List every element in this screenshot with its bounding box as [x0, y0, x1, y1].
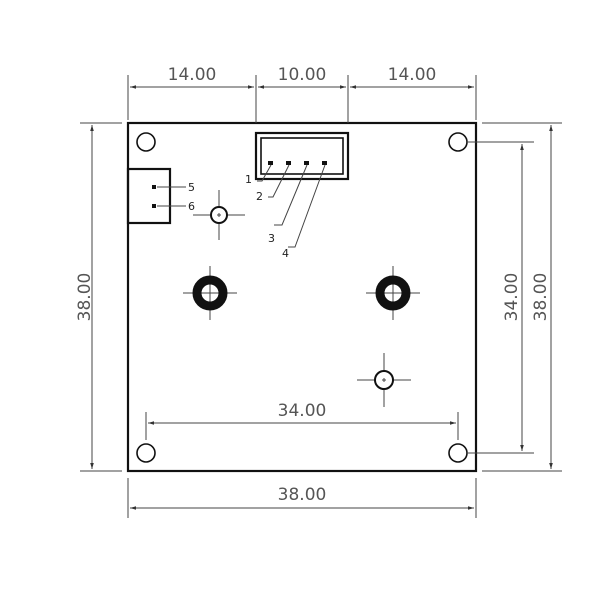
- right-dimensions: 34.00 38.00: [468, 122, 562, 472]
- plated-hole-left: [183, 266, 237, 320]
- top-dimensions: 14.00 10.00 14.00: [127, 65, 477, 123]
- side-connector: 5 6: [126, 167, 195, 225]
- via-small-right: [357, 353, 411, 407]
- pin-label-3: 3: [268, 232, 275, 245]
- left-dimension: 38.00: [75, 122, 122, 472]
- dim-top-left: 14.00: [168, 65, 217, 85]
- mounting-hole-bottom-right: [448, 443, 468, 463]
- mounting-hole-bottom-left: [136, 443, 156, 463]
- inner-dimension: 34.00: [145, 401, 459, 440]
- top-connector: 1 2 3 4: [245, 131, 350, 260]
- dim-right-height: 38.00: [531, 273, 551, 322]
- plated-hole-right: [366, 266, 420, 320]
- mounting-hole-top-left: [136, 132, 156, 152]
- dim-inner-hole-spacing: 34.00: [278, 401, 327, 421]
- pin-label-5: 5: [188, 181, 195, 194]
- pin-label-2: 2: [256, 190, 263, 203]
- dim-bottom-width: 38.00: [278, 485, 327, 505]
- pin-label-6: 6: [188, 200, 195, 213]
- dim-top-right: 14.00: [388, 65, 437, 85]
- dim-top-middle: 10.00: [278, 65, 327, 85]
- pin-label-4: 4: [282, 247, 289, 260]
- via-small-left: [193, 190, 245, 240]
- board-outline: [126, 121, 478, 473]
- mounting-hole-top-right: [448, 132, 468, 152]
- bottom-dimension: 38.00: [127, 478, 477, 518]
- pin-label-1: 1: [245, 173, 252, 186]
- dim-left-height: 38.00: [75, 273, 95, 322]
- dim-right-hole-spacing: 34.00: [502, 273, 522, 322]
